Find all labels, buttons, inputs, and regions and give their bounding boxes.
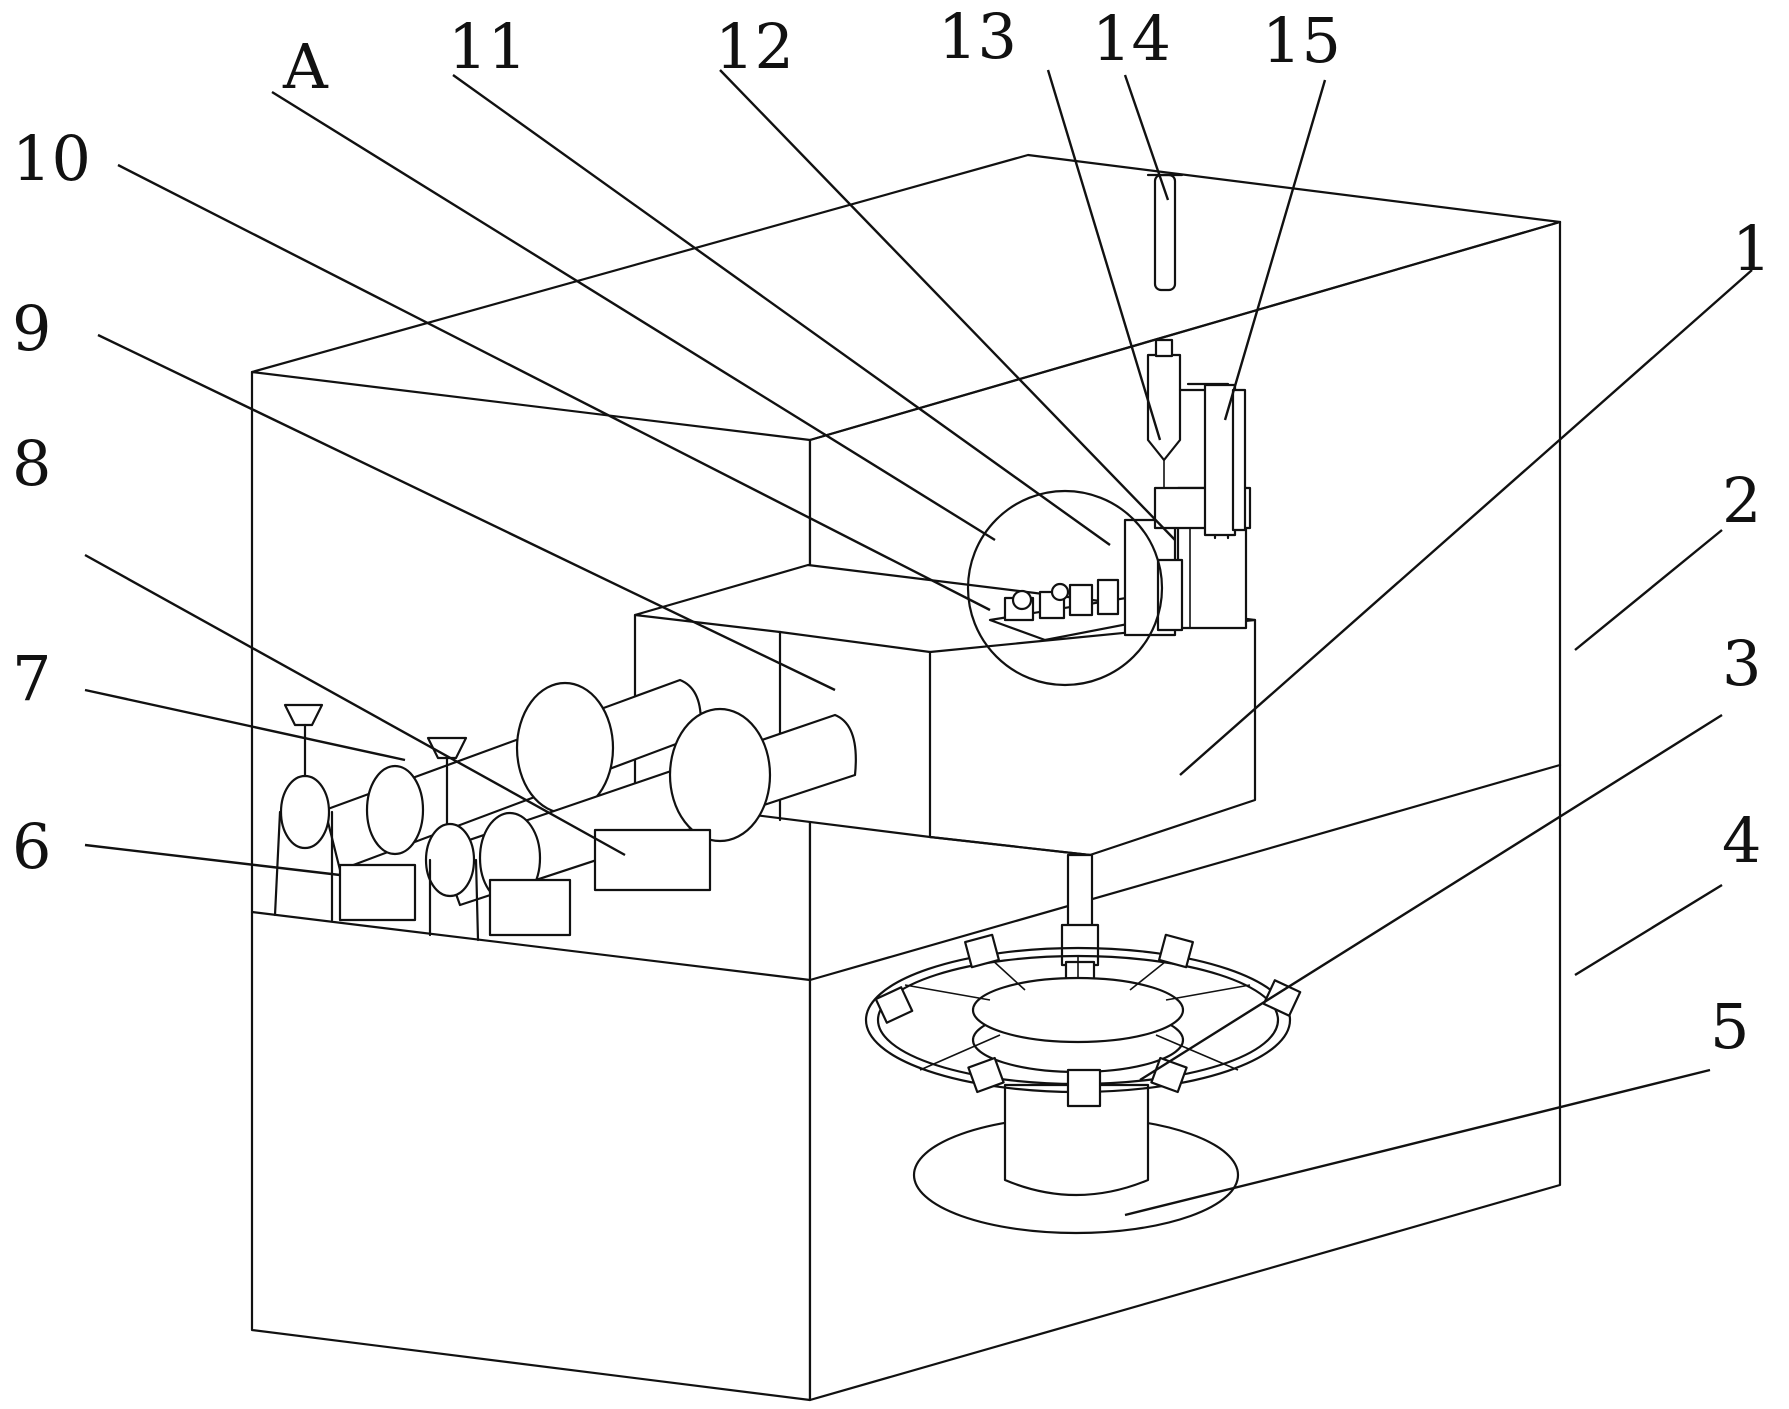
leader-5 <box>1124 1068 1711 1217</box>
leader-9 <box>97 333 836 692</box>
callout-5: 5 <box>1710 990 1749 1063</box>
callout-1: 1 <box>1732 212 1771 285</box>
leader-a <box>271 90 996 542</box>
rotary-table <box>864 933 1302 1235</box>
leader-13 <box>1046 69 1162 441</box>
callout-3: 3 <box>1722 627 1761 700</box>
leader-12 <box>719 69 1176 541</box>
callout-2: 2 <box>1722 464 1761 537</box>
leader-6 <box>84 843 341 877</box>
drum-assembly <box>273 678 857 942</box>
callout-15: 15 <box>1262 4 1341 77</box>
leader-15 <box>1223 79 1327 421</box>
gripper-set <box>874 933 1302 1108</box>
callout-9: 9 <box>12 292 51 365</box>
callout-10: 10 <box>12 122 91 195</box>
leader-4 <box>1574 883 1723 977</box>
leader-8 <box>84 553 626 857</box>
leader-10 <box>117 163 991 612</box>
leader-1 <box>1179 269 1753 776</box>
leader-lines <box>84 69 1753 1217</box>
leader-3 <box>1139 713 1723 1082</box>
leader-11 <box>452 74 1111 546</box>
callout-4: 4 <box>1722 804 1761 877</box>
callout-a: A <box>282 30 329 103</box>
callout-7: 7 <box>12 642 51 715</box>
callout-13: 13 <box>938 0 1017 73</box>
detail-a-mechanism <box>966 173 1252 687</box>
leader-7 <box>84 688 406 762</box>
leader-2 <box>1574 529 1723 651</box>
callout-14: 14 <box>1092 2 1171 75</box>
callout-11: 11 <box>448 10 527 83</box>
callout-6: 6 <box>12 810 51 883</box>
leader-14 <box>1123 74 1170 201</box>
callout-12: 12 <box>715 10 794 83</box>
callout-labels: 1 2 3 4 5 6 7 8 9 10 A 11 12 13 14 15 <box>12 0 1771 1063</box>
callout-8: 8 <box>12 427 51 500</box>
